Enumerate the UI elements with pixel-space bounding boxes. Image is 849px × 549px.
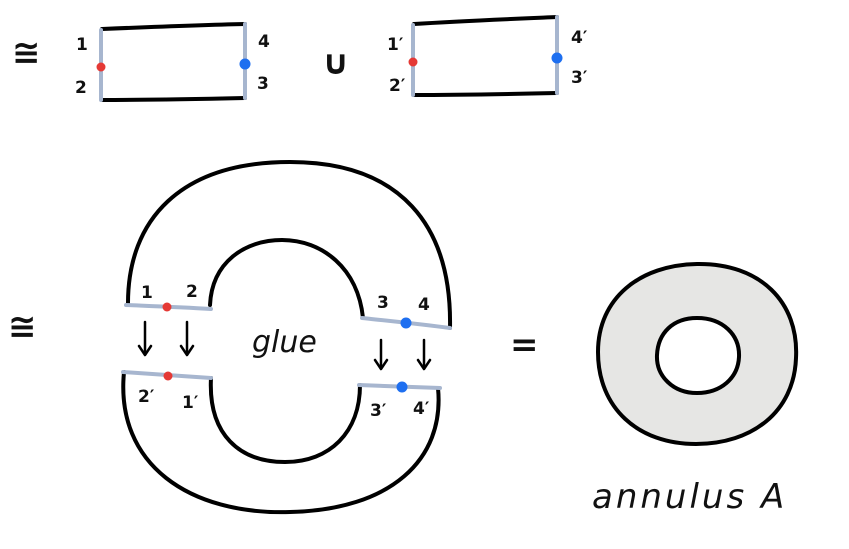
label-2-prime: 2′ (389, 76, 406, 96)
homeo-symbol-bottom: ≅ (8, 307, 37, 347)
rect-left-blue-point (239, 58, 251, 70)
glue-arrow (373, 338, 389, 371)
label-3-prime: 3′ (571, 68, 588, 88)
glue-arrow (179, 320, 195, 357)
annulus-ring (596, 261, 799, 446)
homeo-symbol-top: ≅ (12, 33, 41, 73)
lower-cup-red-point (163, 371, 173, 381)
rect-left-red-point (96, 62, 106, 72)
label-arch-2: 2 (186, 282, 198, 302)
rect-right-bottom-edge (412, 91, 559, 97)
upper-arch (124, 160, 453, 330)
rect-right-top-edge (412, 15, 559, 26)
label-arch-4: 4 (418, 295, 430, 315)
rectangle-left (96, 22, 251, 102)
label-arch-1: 1 (141, 283, 153, 303)
label-cup-1-prime: 1′ (182, 393, 199, 413)
lower-cup-blue-point (396, 381, 408, 393)
upper-arch-inner (208, 238, 365, 320)
label-2: 2 (75, 78, 87, 98)
label-4-prime: 4′ (571, 28, 588, 48)
upper-arch-blue-point (400, 317, 412, 329)
label-cup-3-prime: 3′ (370, 401, 387, 421)
rect-left-top-edge (100, 22, 247, 31)
annulus-caption: annulus A (592, 477, 787, 517)
rect-right-red-point (408, 57, 418, 67)
label-4: 4 (258, 32, 270, 52)
label-cup-4-prime: 4′ (413, 399, 430, 419)
glue-label: glue (252, 325, 317, 360)
union-symbol: ∪ (322, 43, 350, 83)
label-3: 3 (257, 74, 269, 94)
upper-arch-outer (126, 160, 453, 330)
upper-arch-red-point (162, 302, 172, 312)
rectangle-right (408, 15, 563, 97)
glue-arrows (137, 320, 432, 371)
rect-right-blue-point (551, 52, 563, 64)
glue-arrow (137, 320, 153, 357)
glue-arrow (416, 338, 432, 371)
lower-cup-inner (208, 376, 362, 464)
lower-cup (121, 370, 442, 515)
label-arch-3: 3 (377, 293, 389, 313)
rect-left-bottom-edge (100, 96, 247, 102)
lower-cup-outer (121, 370, 441, 515)
equals-symbol: = (510, 325, 539, 365)
label-1: 1 (76, 35, 88, 55)
label-cup-2-prime: 2′ (138, 387, 155, 407)
label-1-prime: 1′ (387, 35, 404, 55)
annulus (596, 261, 799, 446)
